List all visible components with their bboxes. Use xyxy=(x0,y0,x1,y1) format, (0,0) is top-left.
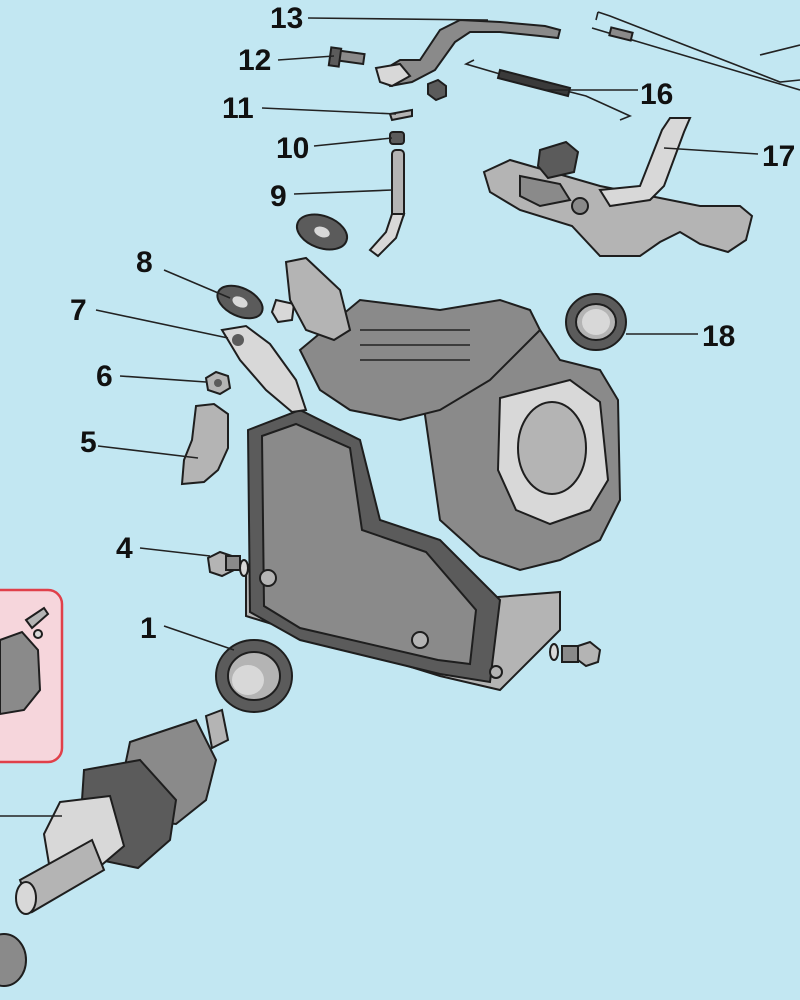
washer-9 xyxy=(295,213,349,251)
bolt-12 xyxy=(327,46,366,68)
callout-9: 9 xyxy=(270,180,287,213)
callout-1: 1 xyxy=(140,612,157,645)
leader-9 xyxy=(293,189,393,195)
leader-6 xyxy=(119,375,207,383)
nut-6 xyxy=(204,370,232,396)
callout-4: 4 xyxy=(116,532,133,565)
governor-shaft-9 xyxy=(368,149,406,258)
callout-labels: 13 12 11 10 9 16 17 8 7 6 5 4 1 18 xyxy=(70,2,795,645)
leader-17 xyxy=(663,147,759,155)
callout-5: 5 xyxy=(80,426,97,459)
callout-8: 8 xyxy=(136,246,153,279)
callout-10: 10 xyxy=(276,132,309,165)
inset-highlight-box xyxy=(0,588,64,764)
drain-bolt-4 xyxy=(206,550,249,578)
leader-8 xyxy=(163,269,231,299)
clip-10 xyxy=(389,131,405,145)
callout-13: 13 xyxy=(270,2,303,35)
callout-16: 16 xyxy=(640,78,673,111)
oil-seal-18 xyxy=(565,293,627,351)
cover-plate-5 xyxy=(180,402,229,486)
callout-6: 6 xyxy=(96,360,113,393)
leader-12 xyxy=(277,55,335,61)
pin-11 xyxy=(388,108,413,122)
governor-rod-long xyxy=(591,11,800,91)
leader-13 xyxy=(307,17,489,21)
leader-5 xyxy=(97,445,199,459)
nut xyxy=(427,78,447,102)
leader-7 xyxy=(95,309,229,339)
leader-1 xyxy=(163,625,235,651)
crankshaft xyxy=(0,708,230,987)
washer-8 xyxy=(216,284,264,320)
callout-12: 12 xyxy=(238,44,271,77)
callout-18: 18 xyxy=(702,320,735,353)
throttle-arm-13 xyxy=(374,18,562,88)
callout-11: 11 xyxy=(222,92,254,125)
leader-lines xyxy=(95,17,759,651)
leader-10 xyxy=(313,137,393,147)
governor-bracket-17 xyxy=(482,117,754,257)
leader-4 xyxy=(139,547,211,557)
callout-7: 7 xyxy=(70,294,87,327)
crankcase-block xyxy=(220,256,622,692)
oil-seal-1 xyxy=(215,639,293,713)
callout-17: 17 xyxy=(762,140,795,173)
leader-11 xyxy=(261,107,397,115)
drain-bolt-right xyxy=(549,640,602,668)
